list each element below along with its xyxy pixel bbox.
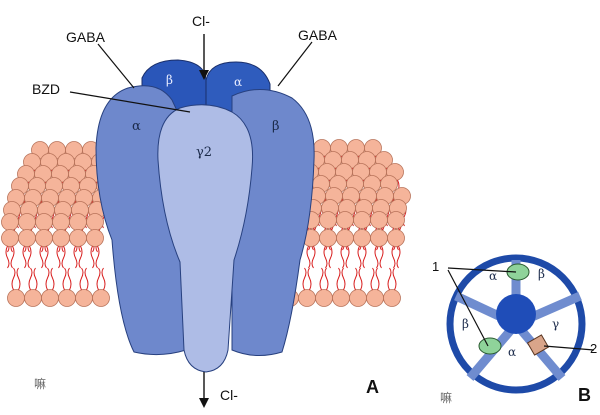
lipid-head [337,230,354,247]
lipid-head [354,212,371,229]
panel-b-top-view [448,258,594,390]
ring-subunit-right: γ [552,318,559,330]
lipid-tail [97,268,100,290]
lipid-head [53,230,70,247]
lipid-tail [359,268,362,290]
panel-b-label: B [578,386,591,404]
watermark-a: 嘛 [34,378,46,390]
lipid-head [371,230,388,247]
lipid-head [320,212,337,229]
lipid-head [36,214,53,231]
lipid-tail [308,268,311,290]
lipid-tail [80,268,83,290]
ring-subunit-top-right: β [538,268,545,280]
lipid-head [87,230,104,247]
cl-top-label: Cl- [192,14,210,28]
ring-subunit-bottom: α [508,346,516,358]
lipid-head [19,230,36,247]
lipid-head [388,212,405,229]
subunit-center-label: γ2 [196,146,212,159]
lipid-tail [371,268,374,290]
lipid-head [337,212,354,229]
cl-bottom-label: Cl- [220,388,238,402]
lipid-tail [354,268,357,290]
lipid-head [333,290,350,307]
lipid-tail [51,268,54,290]
lipid-head [19,214,36,231]
lipid-head [384,290,401,307]
lipid-tail [17,268,20,290]
subunit-back-left-label: β [166,74,173,86]
panel-a-label: A [366,378,379,396]
lipid-tail [46,268,49,290]
lipid-tail [320,268,323,290]
lipid-head [76,290,93,307]
lipid-tail [12,268,15,290]
lipid-head [36,230,53,247]
lipid-head [299,290,316,307]
lipid-tail [29,268,32,290]
lipid-head [2,230,19,247]
lipid-head [25,290,42,307]
lipid-head [371,212,388,229]
lipid-tail [337,268,340,290]
lipid-tail [393,268,396,290]
lipid-tail [376,268,379,290]
lipid-tail [68,268,71,290]
lipid-tail [303,268,306,290]
gaba-left-label: GABA [66,30,105,44]
lipid-head [70,214,87,231]
ring-subunit-top-left: α [489,270,497,282]
lipid-tail [388,268,391,290]
gaba-right-pointer [278,42,312,86]
lipid-head [53,214,70,231]
subunit-front-left-label: α [132,120,141,133]
channel-pore [496,294,536,334]
lipid-head [316,290,333,307]
site-1-label: 1 [432,260,439,273]
lipid-tail [34,268,37,290]
subunit-back-right-label: α [234,76,242,88]
bzd-label: BZD [32,82,60,96]
watermark-b: 嘛 [440,392,452,404]
lipid-head [59,290,76,307]
gaba-site-lower [479,338,501,354]
lipid-head [354,230,371,247]
subunit-front-right-label: β [272,120,280,133]
lipid-head [8,290,25,307]
lipid-tail [63,268,66,290]
gaba-right-label: GABA [298,28,337,42]
lipid-tail [85,268,88,290]
lipid-head [93,290,110,307]
lipid-head [87,214,104,231]
lipid-tail [102,268,105,290]
cl-arrow-bottom [199,372,209,408]
lipid-head [70,230,87,247]
lipid-head [388,230,405,247]
gaba-left-pointer [98,44,134,88]
lipid-tail [325,268,328,290]
lipid-tail [342,268,345,290]
lipid-head [350,290,367,307]
lipid-head [320,230,337,247]
ring-subunit-left: β [462,318,469,330]
site-2-label: 2 [590,342,597,355]
lipid-head [367,290,384,307]
lipid-head [2,214,19,231]
lipid-head [42,290,59,307]
